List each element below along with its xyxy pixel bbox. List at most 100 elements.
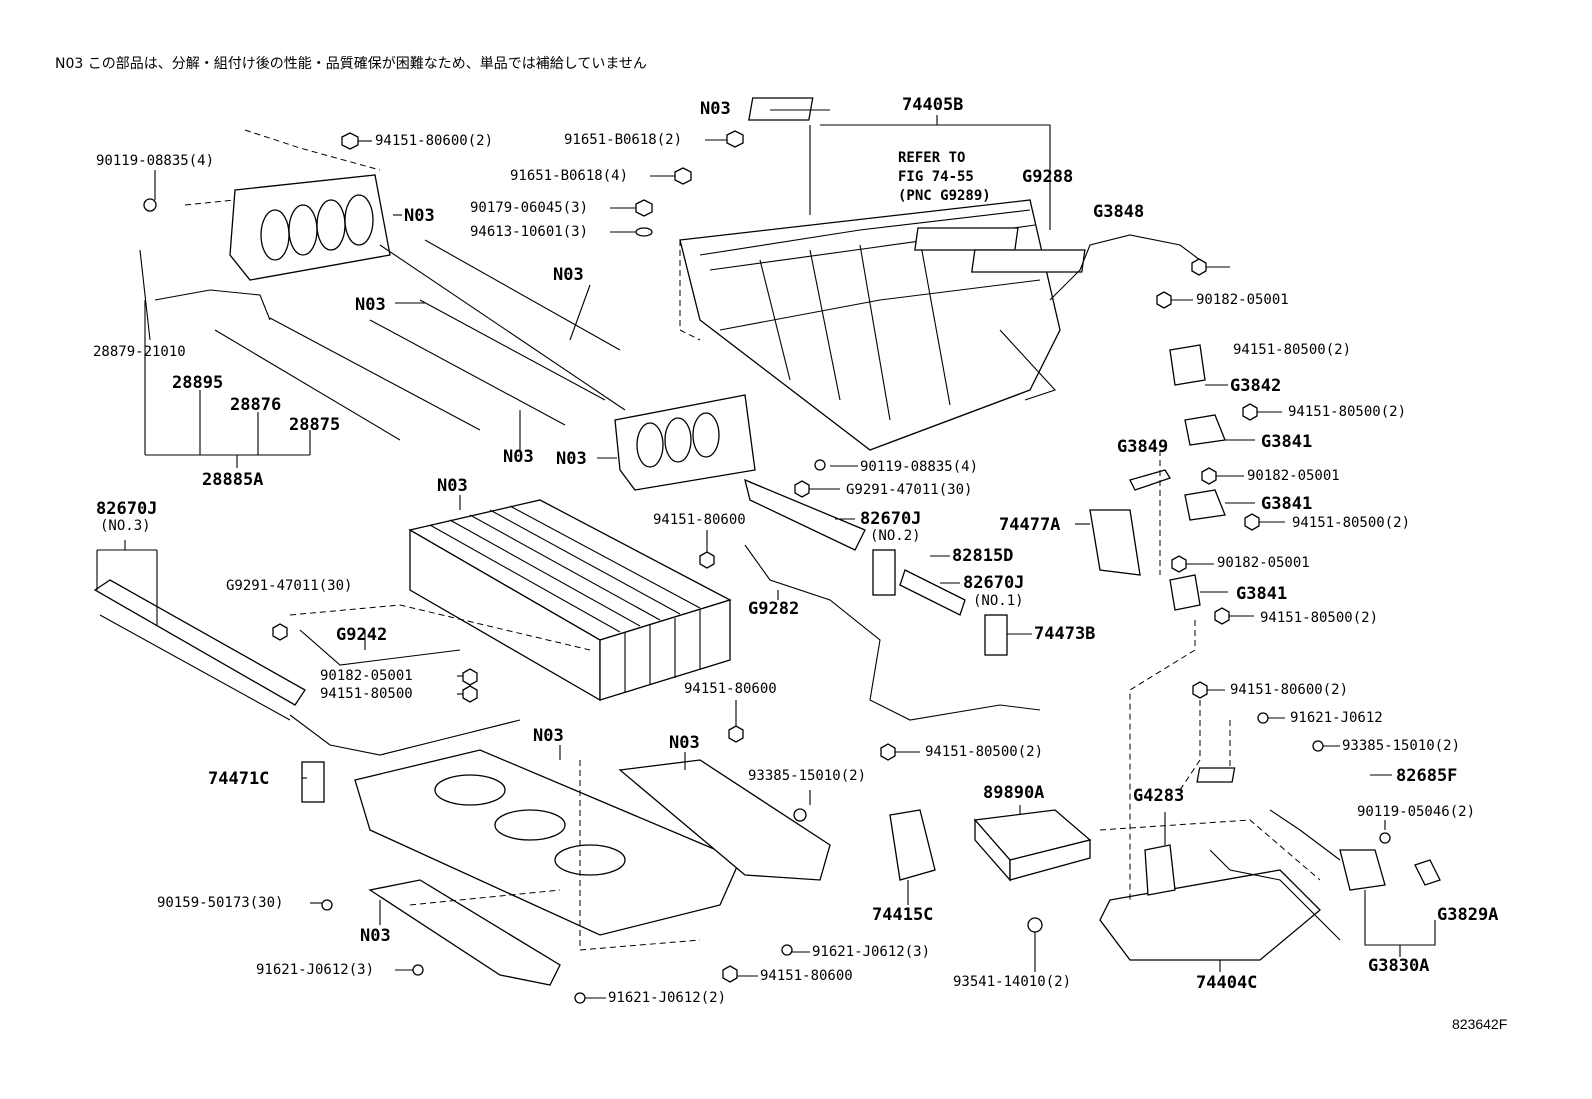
callout-g9291-47011-30-a: G9291-47011(30) — [846, 482, 973, 498]
callout-94151-80600-2-r: 94151-80600(2) — [1230, 682, 1349, 698]
bus-bar-module-no3 — [93, 540, 306, 721]
figure-number: 823642F — [1452, 1016, 1508, 1032]
harness-g9282 — [744, 544, 1041, 721]
callout-n03-bottom: N03 — [360, 926, 391, 946]
battery-ecu — [973, 805, 1092, 882]
callout-90182-05001-c: 90182-05001 — [1217, 555, 1310, 571]
callout-n03-label-sheet: N03 — [700, 99, 731, 119]
battery-cover-assembly — [679, 199, 1061, 451]
callout-g3849: G3849 — [1117, 437, 1169, 457]
callout-82685f: 82685F — [1396, 766, 1458, 786]
callout-74404c: 74404C — [1196, 973, 1258, 993]
lower-plate — [368, 879, 561, 986]
callout-g3830a: G3830A — [1368, 956, 1430, 976]
callout-82670j-no2: 82670J — [860, 509, 922, 529]
bus-bar-module-no2 — [744, 478, 866, 551]
relay-g3841-c — [1169, 574, 1201, 611]
callout-74477a: 74477A — [999, 515, 1061, 535]
label-sheet-g9288 — [971, 249, 1086, 273]
callout-82670j-no2-sub: (NO.2) — [870, 528, 921, 544]
callout-g3841-c: G3841 — [1236, 584, 1288, 604]
callout-82670j-no3: 82670J — [96, 499, 158, 519]
callout-90182-05001-b: 90182-05001 — [1247, 468, 1340, 484]
callout-94151-80500-2-a: 94151-80500(2) — [1233, 342, 1352, 358]
callout-82670j-no3-sub: (NO.3) — [100, 518, 151, 534]
relay-g3842 — [1169, 344, 1206, 386]
callout-82815d: 82815D — [952, 546, 1014, 566]
cover-74477a — [1089, 509, 1141, 576]
bracket-82815d — [872, 549, 896, 596]
callout-94151-80500-2-e: 94151-80500(2) — [925, 744, 1044, 760]
callout-93385-15010-2-b: 93385-15010(2) — [1342, 738, 1461, 754]
callout-94151-80500: 94151-80500 — [320, 686, 413, 702]
label-sheet-n03 — [748, 97, 814, 121]
callout-91621-j0612-3-b: 91621-J0612(3) — [812, 944, 931, 960]
callout-94151-80500-2-d: 94151-80500(2) — [1260, 610, 1379, 626]
callout-90179-06045-3: 90179-06045(3) — [470, 200, 589, 216]
callout-n03-frame: N03 — [556, 449, 587, 469]
callout-90119-08835-4-a: 90119-08835(4) — [96, 153, 215, 169]
callout-74405b: 74405B — [902, 95, 964, 115]
callout-91651-b0618-2: 91651-B0618(2) — [564, 132, 683, 148]
callout-28885a: 28885A — [202, 470, 264, 490]
bracket-74404c — [1099, 819, 1341, 961]
bus-bar-module-no1 — [899, 569, 966, 616]
callout-90159-50173-30: 90159-50173(30) — [157, 895, 284, 911]
callout-28895: 28895 — [172, 373, 224, 393]
callout-90119-05046-2: 90119-05046(2) — [1357, 804, 1476, 820]
callout-28875: 28875 — [289, 415, 341, 435]
cover-n03 — [618, 759, 831, 881]
callout-94151-80600-c: 94151-80600 — [760, 968, 853, 984]
relay-g4283 — [1144, 844, 1176, 896]
supply-note: N03 この部品は、分解・組付け後の性能・品質確保が困難なため、単品では補給して… — [55, 56, 647, 72]
callout-28879-21010: 28879-21010 — [93, 344, 186, 360]
callout-n03-rod-b: N03 — [355, 295, 386, 315]
refer-note-line2: FIG 74-55 — [898, 169, 974, 185]
callout-74473b: 74473B — [1034, 624, 1096, 644]
callout-g3841-a: G3841 — [1261, 432, 1313, 452]
callout-91621-j0612-2: 91621-J0612(2) — [608, 990, 727, 1006]
rods — [369, 239, 626, 426]
callout-93385-15010-2-a: 93385-15010(2) — [748, 768, 867, 784]
label-sheet-g9289 — [914, 227, 1019, 251]
callout-g9242: G9242 — [336, 625, 388, 645]
callout-n03-cells: N03 — [437, 476, 468, 496]
bracket-74415c — [889, 809, 936, 881]
callout-n03-cover: N03 — [669, 733, 700, 753]
lower-tray — [354, 749, 741, 936]
end-plate-frame-mid — [614, 394, 756, 491]
callout-n03-tray: N03 — [533, 726, 564, 746]
bus-bar-g3849 — [1129, 469, 1171, 491]
callout-94151-80600-2-top: 94151-80600(2) — [375, 133, 494, 149]
callout-82670j-no1: 82670J — [963, 573, 1025, 593]
callout-91651-b0618-4: 91651-B0618(4) — [510, 168, 629, 184]
cover-74473b — [984, 614, 1008, 656]
callout-g3842: G3842 — [1230, 376, 1282, 396]
bus-bar-set — [144, 289, 481, 468]
fuse-g3829a — [1414, 859, 1441, 886]
callout-90182-05001-d: 90182-05001 — [320, 668, 413, 684]
label-82685f — [1196, 767, 1236, 783]
relay-g3841-b — [1184, 489, 1226, 521]
callout-94151-80600-a: 94151-80600 — [653, 512, 746, 528]
callout-74471c: 74471C — [208, 769, 270, 789]
harness-g3848 — [1049, 234, 1201, 301]
refer-note-line1: REFER TO — [898, 150, 966, 166]
harness-lower — [289, 714, 521, 756]
end-plate-housing-top — [184, 129, 391, 281]
relay-g3841-a — [1184, 414, 1226, 446]
callout-28876: 28876 — [230, 395, 282, 415]
callout-g9291-47011-30-b: G9291-47011(30) — [226, 578, 353, 594]
battery-cell-stack — [408, 499, 732, 702]
callout-91621-j0612-3-a: 91621-J0612(3) — [256, 962, 375, 978]
callout-g3829a: G3829A — [1437, 905, 1499, 925]
callout-82670j-no1-sub: (NO.1) — [973, 593, 1024, 609]
callout-74415c: 74415C — [872, 905, 934, 925]
callout-94151-80600-b: 94151-80600 — [684, 681, 777, 697]
service-plug-g3830a — [1269, 809, 1436, 957]
callout-g9282: G9282 — [748, 599, 800, 619]
leader-lines — [139, 139, 1392, 999]
callout-94151-80500-2-c: 94151-80500(2) — [1292, 515, 1411, 531]
harness-g9242 — [299, 629, 461, 666]
